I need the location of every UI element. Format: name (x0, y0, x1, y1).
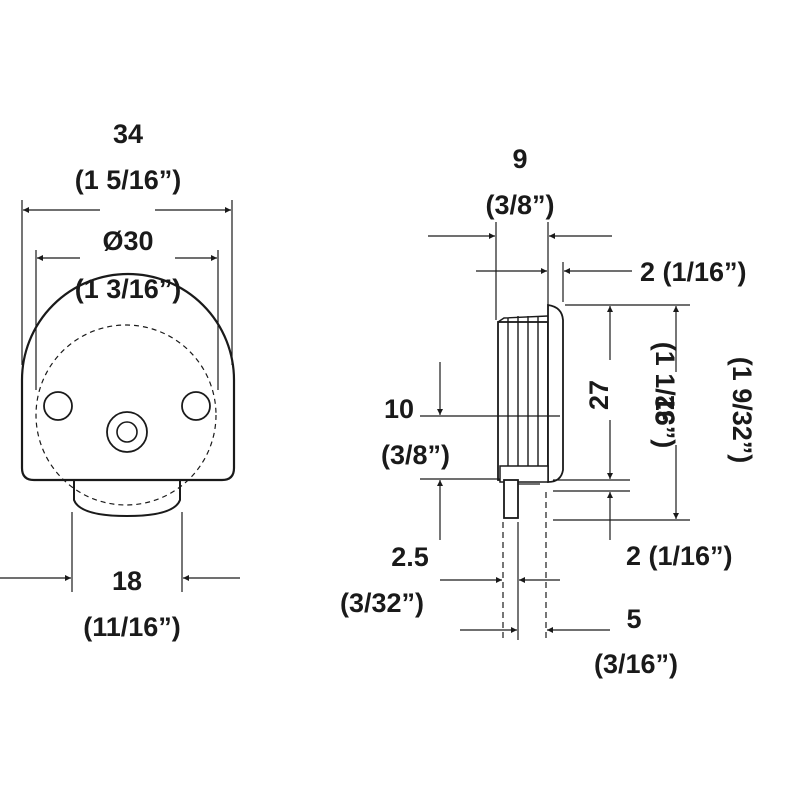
dim-5-mm: 5 (626, 604, 641, 634)
front-hole-right (181, 391, 211, 421)
dim-32-inch: (1 9/32”) (727, 357, 757, 464)
side-pin (503, 479, 519, 519)
side-rib-top (497, 315, 549, 323)
side-base (499, 465, 549, 483)
dim-32-mm: 32 (650, 395, 680, 425)
dim-25-inch: (3/32”) (340, 588, 424, 618)
dim-27-inch: (1 1/16”) (650, 342, 680, 449)
dim-34-inch: (1 5/16”) (75, 165, 182, 195)
side-flange (547, 303, 564, 483)
dim-5-inch: (3/16”) (594, 649, 678, 679)
dim-25-mm: 2.5 (391, 542, 429, 572)
front-center-boss-inner (116, 421, 138, 443)
dim-lip-text: 2 (1/16”) (626, 541, 733, 571)
side-body (497, 321, 549, 481)
dim-flange-text: 2 (1/16”) (640, 257, 747, 287)
dim-30-mm: Ø30 (102, 226, 153, 256)
front-hole-left (43, 391, 73, 421)
dim-34-mm: 34 (113, 119, 143, 149)
dim-18-inch: (11/16”) (83, 612, 181, 642)
dim-9-inch: (3/8”) (485, 190, 554, 220)
dim-30-inch: (1 3/16”) (75, 274, 182, 304)
dim-9-mm: 9 (512, 144, 527, 174)
front-body-outline (20, 272, 236, 482)
front-bottom-lip (73, 480, 181, 518)
dim-10-inch: (3/8”) (381, 440, 450, 470)
front-dashed-circle (35, 324, 217, 506)
side-view: 9 (3/8”) 2 (1/16”) 27 (1 1/16”) 32 (1 9/… (340, 144, 757, 679)
dim-10-mm: 10 (384, 394, 414, 424)
dim-18-mm: 18 (112, 566, 142, 596)
dim-27-mm: 27 (584, 380, 614, 410)
front-view: 34 (1 5/16”) Ø30 (1 3/16”) 18 (11/16”) (0, 119, 240, 642)
